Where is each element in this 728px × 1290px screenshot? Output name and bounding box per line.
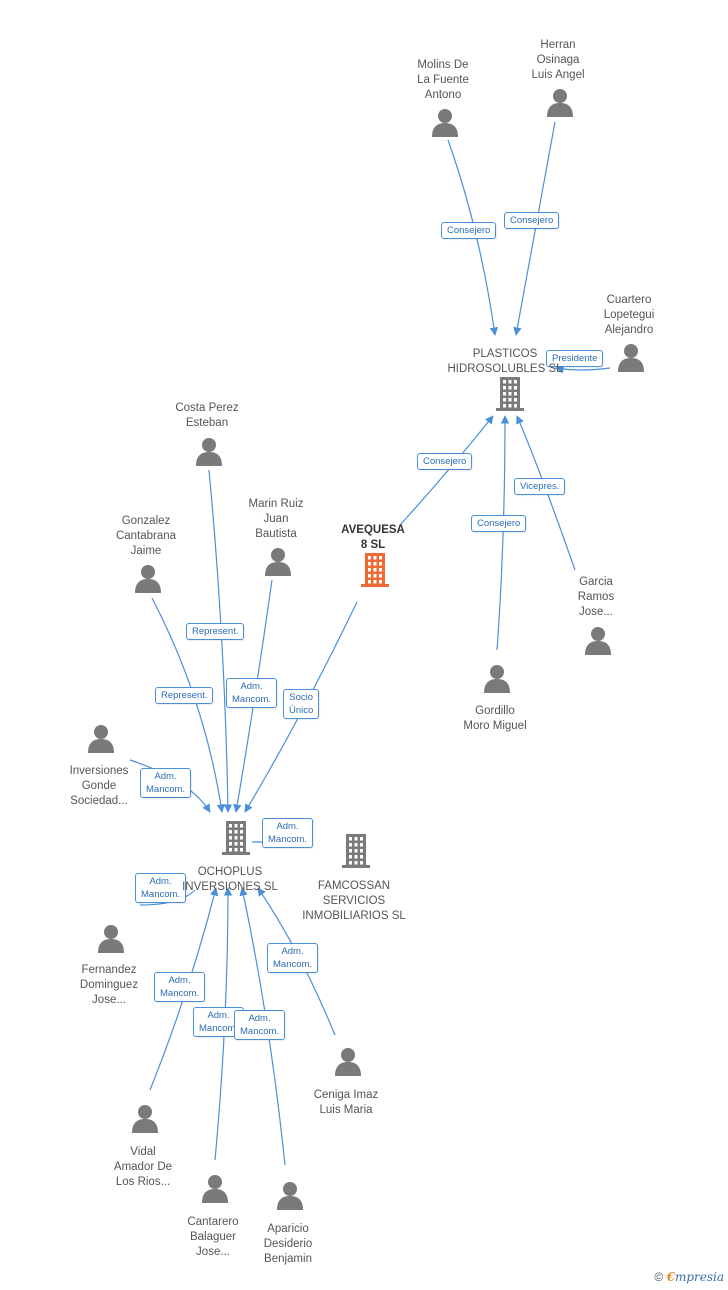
edge-label[interactable]: Socio Único <box>283 689 320 719</box>
edge-label[interactable]: Consejero <box>441 222 497 239</box>
edge-label[interactable]: Adm. Mancom. <box>234 1010 286 1040</box>
node-label-famcossan[interactable]: FAMCOSSAN SERVICIOS INMOBILIARIOS SL <box>302 880 406 922</box>
person-icon[interactable] <box>194 436 224 466</box>
edge-label[interactable]: Presidente <box>546 350 604 367</box>
copyright-footer: © €mpresia <box>654 1270 724 1284</box>
person-icon[interactable] <box>263 546 293 576</box>
node-label-avequesa[interactable]: AVEQUESA 8 SL <box>341 524 405 551</box>
edge-label[interactable]: Adm. Mancom. <box>140 768 192 798</box>
building-icon[interactable] <box>360 553 390 587</box>
person-icon[interactable] <box>545 87 575 117</box>
edge-cuartero-to-plasticos <box>555 365 611 374</box>
node-label-vidal[interactable]: Vidal Amador De Los Rios... <box>113 1146 173 1188</box>
node-label-ochoplus[interactable]: OCHOPLUS INVERSIONES SL <box>182 866 278 893</box>
edge-label[interactable]: Represent. <box>155 687 214 704</box>
node-label-cantarero[interactable]: Cantarero Balaguer Jose... <box>187 1216 239 1258</box>
node-label-fernandez[interactable]: Fernandez Dominguez Jose... <box>79 964 139 1006</box>
person-icon[interactable] <box>96 923 126 953</box>
edge-label[interactable]: Consejero <box>504 212 560 229</box>
person-icon[interactable] <box>130 1103 160 1133</box>
person-icon[interactable] <box>482 663 512 693</box>
person-icon[interactable] <box>133 563 163 593</box>
node-label-plasticos[interactable]: PLASTICOS HIDROSOLUBLES SL <box>447 348 563 375</box>
node-label-gordillo[interactable]: Gordillo Moro Miguel <box>463 705 527 732</box>
edge-label[interactable]: Adm. Mancom. <box>154 972 206 1002</box>
person-icon[interactable] <box>275 1180 305 1210</box>
edge-label[interactable]: Adm. Mancom. <box>135 873 187 903</box>
edge-label[interactable]: Adm. Mancom. <box>267 943 319 973</box>
edge-label[interactable]: Consejero <box>471 515 527 532</box>
edge-gordillo-to-plasticos <box>496 415 510 651</box>
person-icon[interactable] <box>583 625 613 655</box>
edge-label[interactable]: Represent. <box>186 623 245 640</box>
node-label-garcia[interactable]: Garcia Ramos Jose... <box>577 576 615 618</box>
copyright-symbol: © <box>654 1270 664 1284</box>
node-label-ceniga[interactable]: Ceniga Imaz Luis Maria <box>313 1089 379 1116</box>
edge-label[interactable]: Adm. Mancom. <box>226 678 278 708</box>
node-label-molins[interactable]: Molins De La Fuente Antono <box>417 59 469 101</box>
node-label-herran[interactable]: Herran Osinaga Luis Angel <box>531 39 585 81</box>
node-label-aparicio[interactable]: Aparicio Desiderio Benjamin <box>263 1223 313 1265</box>
node-label-costa[interactable]: Costa Perez Esteban <box>175 402 239 429</box>
edge-costa-to-ochoplus <box>208 469 233 813</box>
empresia-logo[interactable]: €mpresia <box>666 1270 724 1284</box>
node-label-gonzalez[interactable]: Gonzalez Cantabrana Jaime <box>115 515 177 557</box>
node-label-marin[interactable]: Marin Ruiz Juan Bautista <box>248 498 304 540</box>
person-icon[interactable] <box>333 1046 363 1076</box>
person-icon[interactable] <box>616 342 646 372</box>
edge-herran-to-plasticos <box>513 121 556 336</box>
building-icon[interactable] <box>221 821 251 855</box>
person-icon[interactable] <box>86 723 116 753</box>
building-icon[interactable] <box>495 377 525 411</box>
edge-label[interactable]: Consejero <box>417 453 473 470</box>
edge-label[interactable]: Adm. Mancom. <box>262 818 314 848</box>
edge-avequesa-to-plasticos <box>399 415 494 526</box>
node-label-inversiones-gonde[interactable]: Inversiones Gonde Sociedad... <box>69 765 129 807</box>
person-icon[interactable] <box>430 107 460 137</box>
edge-label[interactable]: Vicepres. <box>514 478 566 495</box>
node-label-cuartero[interactable]: Cuartero Lopetegui Alejandro <box>603 294 655 336</box>
person-icon[interactable] <box>200 1173 230 1203</box>
building-icon[interactable] <box>341 834 371 868</box>
